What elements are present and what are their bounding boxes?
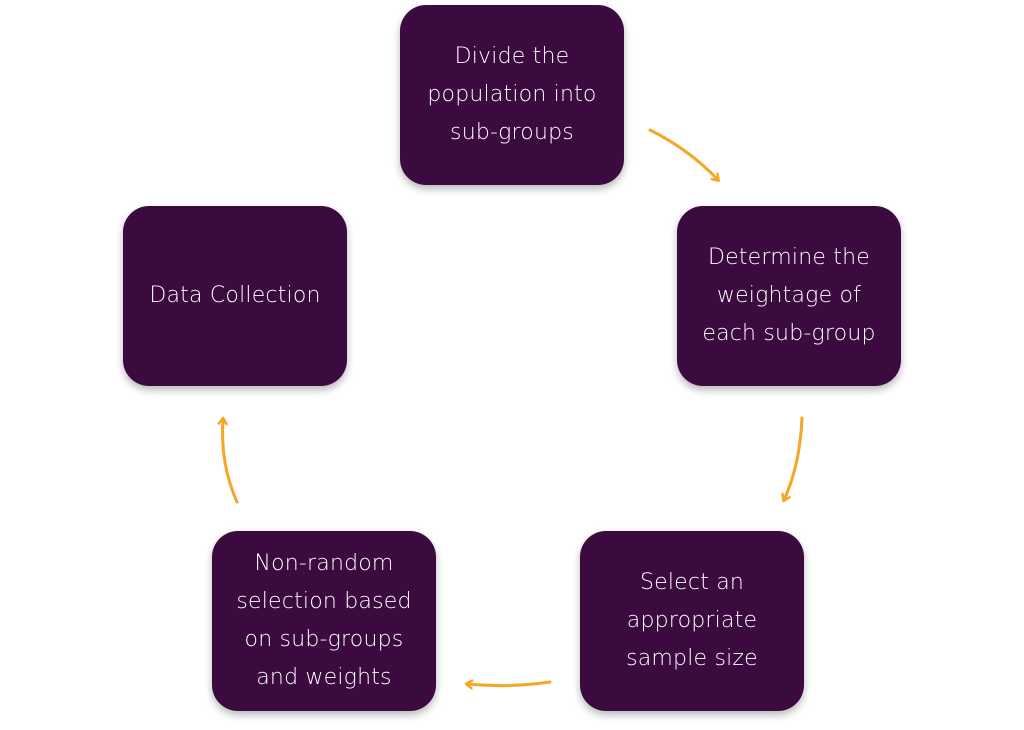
cycle-node-data-collection: Data Collection bbox=[123, 206, 347, 386]
node-label: Data Collection bbox=[149, 283, 321, 308]
arrow-divide-to-determine bbox=[648, 128, 718, 180]
arrow-nonrandom-to-datacollection bbox=[223, 419, 239, 504]
node-label: Divide the population into sub-groups bbox=[427, 44, 597, 145]
arrow-select-to-nonrandom bbox=[467, 682, 552, 686]
node-label: Determine the weightage of each sub-grou… bbox=[702, 245, 876, 346]
cycle-node-select-sample-size: Select an appropriate sample size bbox=[580, 531, 804, 711]
cycle-node-non-random-selection: Non-random selection based on sub-groups… bbox=[212, 531, 436, 711]
arrow-determine-to-select bbox=[784, 416, 804, 500]
cycle-node-divide-population: Divide the population into sub-groups bbox=[400, 5, 624, 185]
node-label: Non-random selection based on sub-groups… bbox=[236, 551, 412, 690]
cycle-node-determine-weightage: Determine the weightage of each sub-grou… bbox=[677, 206, 901, 386]
node-label: Select an appropriate sample size bbox=[626, 570, 758, 671]
